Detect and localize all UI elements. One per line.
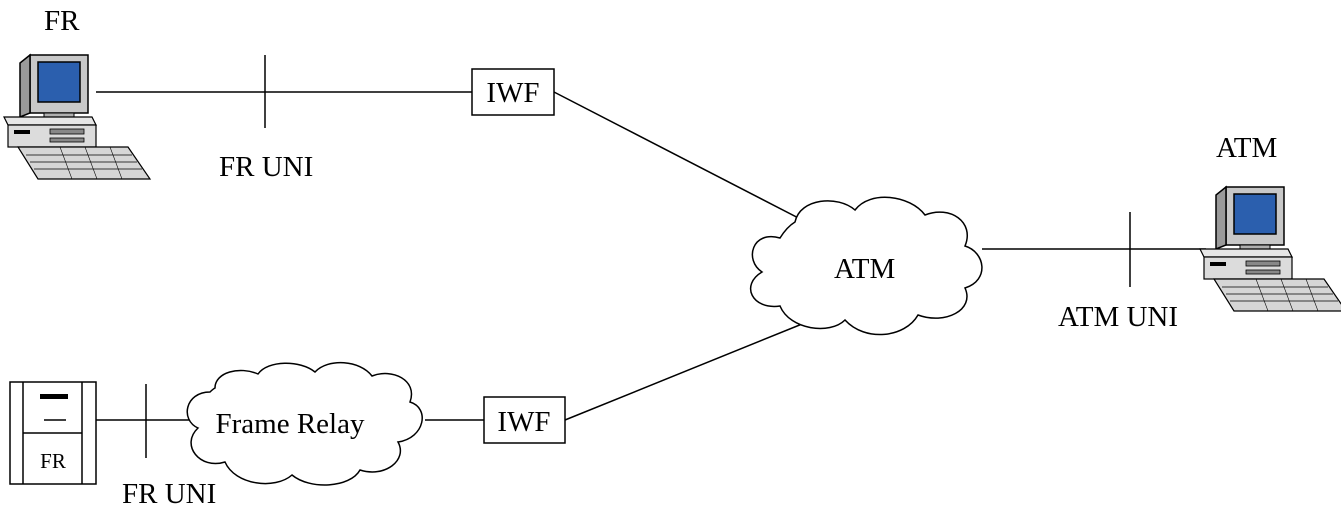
fr-device-label: FR <box>40 449 66 473</box>
atm-computer-icon <box>1199 186 1341 312</box>
atm-cloud-icon <box>750 196 983 336</box>
connections <box>96 55 1206 458</box>
iwf-top-label: IWF <box>486 77 539 109</box>
atm-uni-label: ATM UNI <box>1058 301 1178 333</box>
fr-computer-label: FR <box>44 5 80 37</box>
frame-relay-cloud-icon <box>186 361 423 486</box>
iwf-bottom-label: IWF <box>497 406 550 438</box>
iwf-bottom-to-atm-link <box>564 319 813 421</box>
frame-relay-cloud-label: Frame Relay <box>216 408 365 440</box>
fr-uni-bottom-label: FR UNI <box>122 478 216 510</box>
atm-cloud-label: ATM <box>834 253 895 285</box>
fr-uni-top-label: FR UNI <box>219 151 313 183</box>
iwf-top-to-atm-link <box>553 91 813 226</box>
iwf-top-box <box>471 68 555 116</box>
iwf-bottom-box <box>483 396 566 444</box>
atm-computer-label: ATM <box>1216 132 1277 164</box>
fr-computer-icon <box>3 54 151 180</box>
fr-device-icon <box>9 381 97 485</box>
